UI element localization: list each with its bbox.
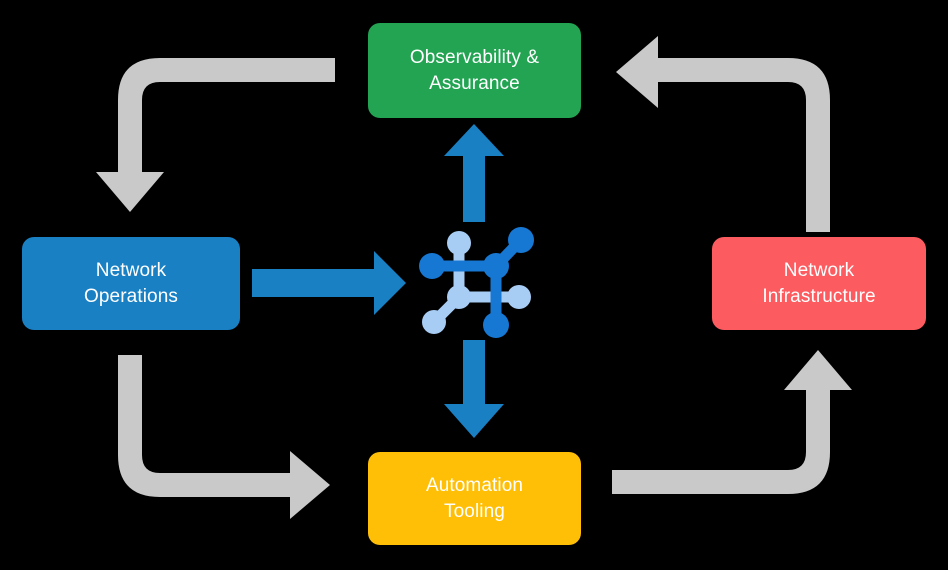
arrow-infrastructure-to-observability bbox=[616, 36, 830, 232]
node-network-operations[interactable]: Network Operations bbox=[22, 237, 240, 330]
node-observability-and-assurance[interactable]: Observability & Assurance bbox=[368, 23, 581, 118]
node-network-infrastructure[interactable]: Network Infrastructure bbox=[712, 237, 926, 330]
arrow-center-to-observability bbox=[444, 124, 504, 222]
arrow-operations-to-center bbox=[252, 251, 406, 315]
arrow-observability-to-operations bbox=[96, 58, 335, 212]
node-automation-tooling[interactable]: Automation Tooling bbox=[368, 452, 581, 545]
arrow-automation-to-infrastructure bbox=[612, 350, 852, 494]
network-topology-icon bbox=[419, 227, 534, 338]
arrow-operations-to-automation bbox=[118, 355, 330, 519]
arrow-center-to-automation bbox=[444, 340, 504, 438]
